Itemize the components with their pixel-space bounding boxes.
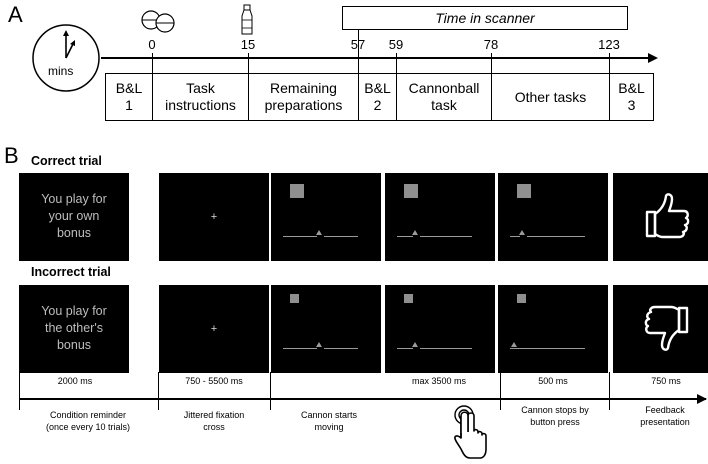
screen-cannon-start-incorrect [271,285,381,373]
segment-bl-2: B&L 2 [358,73,397,121]
ground-line-left [283,348,317,349]
tick-line [396,53,397,73]
tick-line [248,53,249,73]
screen-cannon-moving-incorrect [385,285,495,373]
tick-line [609,53,610,73]
screen-fixation-incorrect: + [159,285,269,373]
duration-label: max 3500 ms [411,376,467,386]
screen-condition-reminder-correct: You play for your own bonus [19,173,129,261]
tick-label: 59 [388,37,404,52]
thumbs-up-icon [645,193,690,239]
cannon-icon [412,230,418,235]
phase-label: Cannon stops by button press [521,405,589,427]
panel-a-label: A [8,2,23,27]
ground-line-right [324,236,358,237]
phase-label: Feedback presentation [640,405,690,427]
clock-icon [31,23,101,93]
ground-line-right [324,348,358,349]
cannonball-target [404,184,418,198]
segment-bl-1: B&L 1 [105,73,153,121]
cannon-icon [316,230,322,235]
tick-label: 0 [148,37,156,52]
timeline-divider [609,372,610,410]
ground-line-right [519,348,585,349]
segment-cannonball-task: Cannonball task [396,73,492,121]
screen-cannon-stop-incorrect [498,285,608,373]
phase-label: Jittered fixation cross [183,410,245,432]
ground-line-left [397,348,413,349]
correct-trial-title: Correct trial [31,154,102,168]
tick-label: 15 [240,37,256,52]
screen-cannon-stop-correct [498,173,608,261]
cannon-icon [316,342,322,347]
segment-remaining-preparations: Remaining preparations [248,73,359,121]
cannonball-target [404,294,413,303]
ground-line-left [510,348,520,349]
ground-line-left [397,236,413,237]
duration-label: 500 ms [538,376,568,386]
screen-cannon-moving-correct [385,173,495,261]
ground-line-right [527,236,585,237]
screen-feedback-incorrect [613,285,708,373]
reminder-text: You play for the other's bonus [41,304,107,352]
cannon-icon [412,342,418,347]
fixation-cross: + [210,323,218,335]
cannonball-target [517,184,531,198]
panel-b-label: B [4,143,19,168]
clock-label: mins [48,64,74,78]
ground-line-right [420,236,472,237]
timeline-divider [19,372,20,410]
cannonball-target [290,294,299,303]
segment-other-tasks: Other tasks [491,73,610,121]
screen-condition-reminder-incorrect: You play for the other's bonus [19,285,129,373]
ground-line-left [283,236,317,237]
trial-timeline-axis [19,398,706,400]
phase-label: Condition reminder (once every 10 trials… [45,410,131,432]
incorrect-trial-title: Incorrect trial [31,265,111,279]
fixation-cross: + [210,211,218,223]
hand-pointer-icon [454,405,487,459]
cannonball-target [517,294,526,303]
bottle-icon [239,4,255,41]
tick-line [358,30,359,73]
screen-feedback-correct [613,173,708,261]
timeline-divider [158,372,159,410]
pill-icon [141,9,179,38]
trial-timeline-arrowhead [697,394,707,404]
timeline-axis [101,57,654,59]
timeline-divider [270,372,271,410]
timeline-divider [500,372,501,410]
segment-task-instructions: Task instructions [152,73,249,121]
duration-label: 750 - 5500 ms [185,376,243,386]
duration-label: 2000 ms [57,376,93,386]
phase-label: Cannon starts moving [300,410,358,432]
cannonball-target [290,184,304,198]
cannon-icon [511,342,517,347]
tick-label: 78 [483,37,499,52]
timeline-arrowhead [648,53,658,63]
duration-label: 750 ms [651,376,681,386]
tick-line [491,53,492,73]
ground-line-left [510,236,520,237]
tick-label: 123 [598,37,620,52]
segment-bl-3: B&L 3 [609,73,654,121]
screen-cannon-start-correct [271,173,381,261]
screen-fixation-correct: + [159,173,269,261]
thumbs-down-icon [644,305,689,351]
tick-line [152,53,153,73]
time-in-scanner-box: Time in scanner [342,6,628,30]
cannon-icon [519,230,525,235]
reminder-text: You play for your own bonus [41,192,107,240]
ground-line-right [420,348,472,349]
